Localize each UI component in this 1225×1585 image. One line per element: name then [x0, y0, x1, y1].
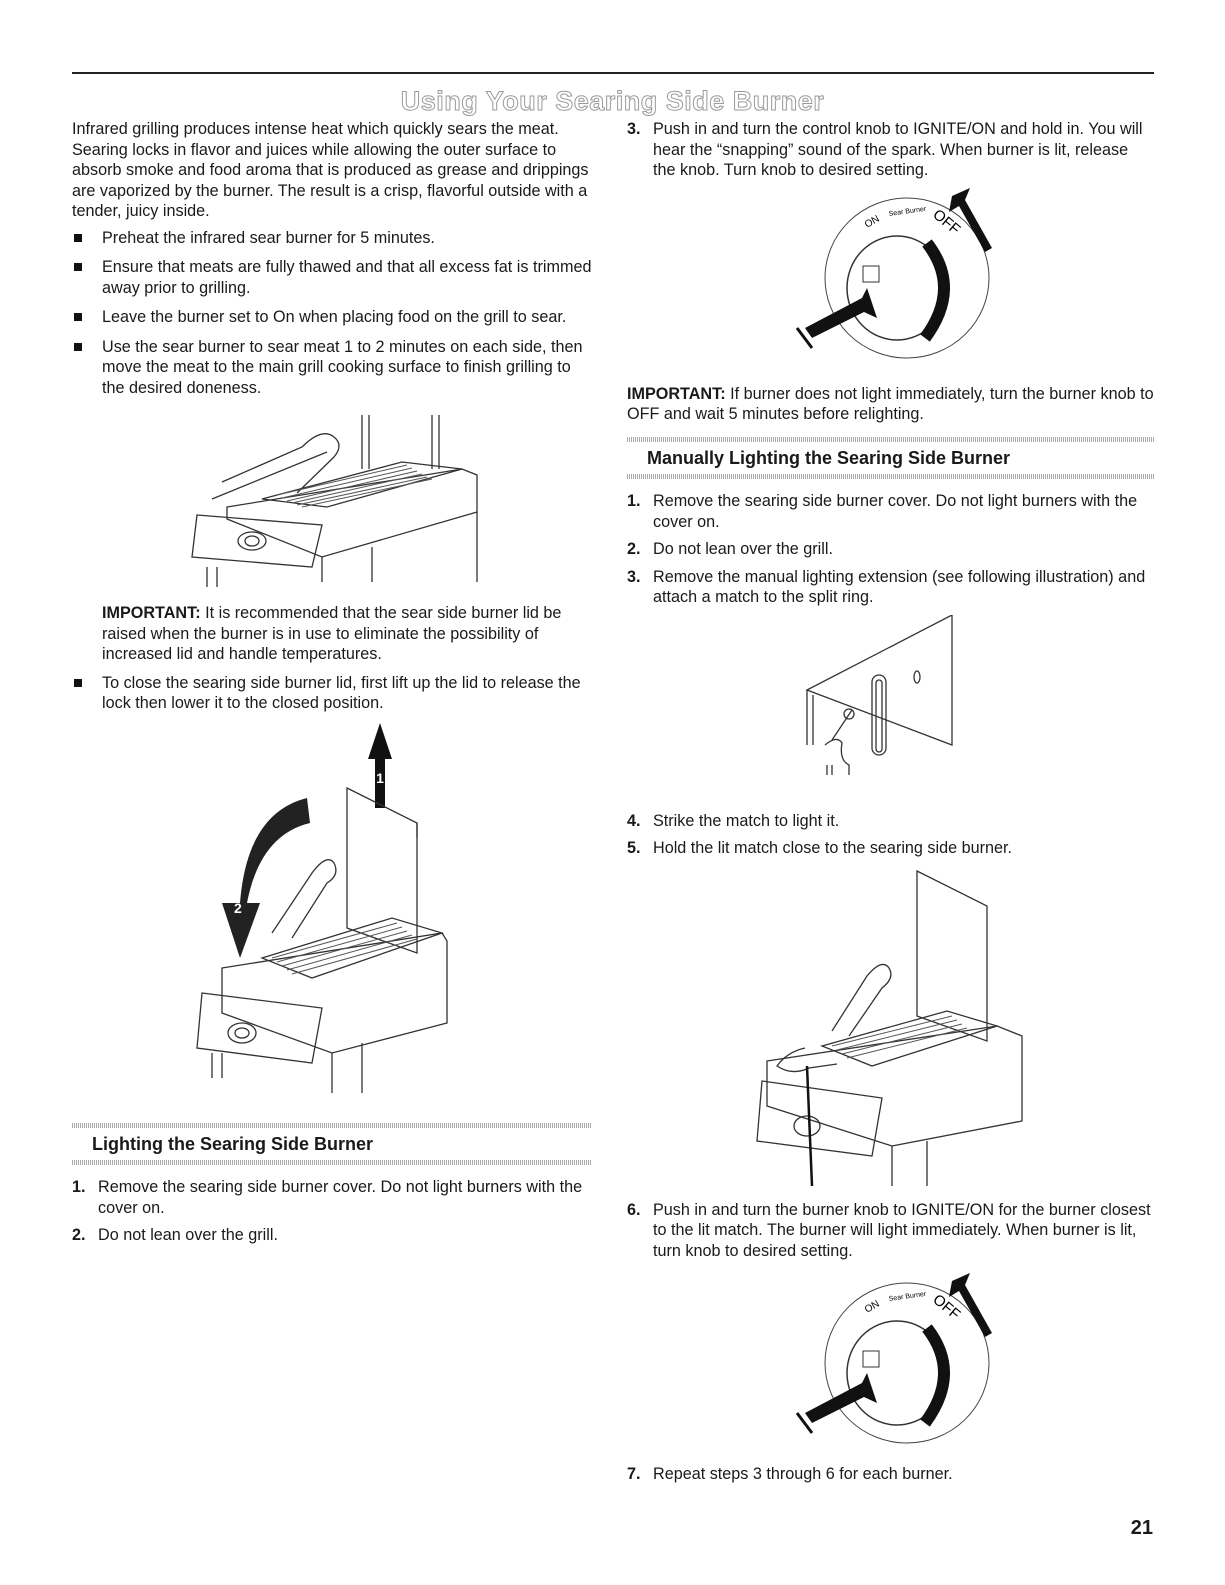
- list-item: 3.Remove the manual lighting extension (…: [627, 567, 1146, 607]
- section-heading-lighting: Lighting the Searing Side Burner: [92, 1133, 374, 1154]
- list-item: 3.Push in and turn the control knob to I…: [627, 120, 1143, 179]
- control-knob-illustration-2: ON Sear Burner OFF: [795, 1273, 992, 1444]
- left-column: Infrared grilling produces intense heat …: [72, 119, 592, 1253]
- bullet-square-icon: [74, 342, 82, 351]
- right-column: 3.Push in and turn the control knob to I…: [627, 119, 1154, 1492]
- bullet-square-icon: [74, 313, 82, 321]
- list-item: Ensure that meats are fully thawed and t…: [72, 257, 592, 298]
- arrow-2-label: 2: [234, 900, 242, 916]
- section-divider: [627, 474, 1154, 479]
- section-divider: [72, 1160, 592, 1165]
- knob-on-label: ON: [863, 1299, 881, 1316]
- bullet-square-icon: [74, 263, 82, 271]
- important-note-lid: IMPORTANT: It is recommended that the se…: [102, 604, 562, 663]
- list-item: 1.Remove the searing side burner cover. …: [72, 1178, 583, 1217]
- grill-with-lit-match-illustration: [756, 869, 1023, 1186]
- list-item: Use the sear burner to sear meat 1 to 2 …: [72, 337, 592, 399]
- important-note-relight: IMPORTANT: If burner does not light imme…: [627, 384, 1154, 424]
- knob-on-label: ON: [863, 213, 881, 230]
- section-heading-manual-lighting: Manually Lighting the Searing Side Burne…: [647, 447, 1011, 468]
- section-divider: [72, 1122, 592, 1128]
- page-title: Using Your Searing Side Burner: [400, 86, 825, 117]
- knob-off-label: OFF: [929, 1291, 963, 1323]
- top-rule: [72, 72, 1154, 74]
- knob-off-label: OFF: [929, 206, 963, 238]
- list-item: 7.Repeat steps 3 through 6 for each burn…: [627, 1465, 953, 1483]
- manual-lighting-step-7: 7.Repeat steps 3 through 6 for each burn…: [627, 1464, 1154, 1485]
- close-lid-illustration: 1 2: [196, 722, 448, 1093]
- intro-paragraph: Infrared grilling produces intense heat …: [72, 120, 589, 220]
- list-item: 4.Strike the match to light it.: [627, 811, 840, 830]
- list-item: Preheat the infrared sear burner for 5 m…: [72, 228, 592, 249]
- tips-list: Preheat the infrared sear burner for 5 m…: [72, 228, 592, 399]
- list-item: 1.Remove the searing side burner cover. …: [627, 492, 1138, 531]
- manual-lighting-step-6: 6.Push in and turn the burner knob to IG…: [627, 1200, 1154, 1262]
- list-item: 2.Do not lean over the grill.: [627, 540, 833, 558]
- list-item: To close the searing side burner lid, fi…: [72, 673, 592, 714]
- bullet-square-icon: [74, 678, 82, 687]
- lighting-steps-continued: 3.Push in and turn the control knob to I…: [627, 119, 1154, 181]
- bullet-square-icon: [74, 233, 82, 242]
- list-item: 6.Push in and turn the burner knob to IG…: [627, 1200, 1151, 1260]
- close-lid-list: To close the searing side burner lid, fi…: [72, 673, 592, 714]
- manual-lighting-section: Manually Lighting the Searing Side Burne…: [627, 436, 1154, 608]
- manual-lighting-steps-continued: 4.Strike the match to light it. 5.Hold t…: [627, 811, 1154, 859]
- control-knob-illustration: ON Sear Burner OFF: [795, 187, 992, 358]
- page-number: 21: [1130, 1517, 1153, 1539]
- knob-small-label: Sear Burner: [888, 205, 927, 217]
- list-item: Leave the burner set to On when placing …: [72, 307, 592, 328]
- arrow-1-label: 1: [376, 770, 384, 786]
- list-item: 5.Hold the lit match close to the searin…: [627, 839, 1013, 857]
- sear-burner-grill-illustration: [191, 415, 478, 587]
- lighting-steps: 1.Remove the searing side burner cover. …: [72, 1177, 592, 1246]
- knob-small-label: Sear Burner: [888, 1291, 927, 1303]
- section-divider: [627, 436, 1154, 442]
- manual-lighting-steps: 1.Remove the searing side burner cover. …: [627, 491, 1154, 608]
- list-item: 2.Do not lean over the grill.: [72, 1226, 278, 1244]
- lighting-section: Lighting the Searing Side Burner 1.Remov…: [72, 1122, 592, 1246]
- lighting-extension-illustration: [805, 614, 953, 775]
